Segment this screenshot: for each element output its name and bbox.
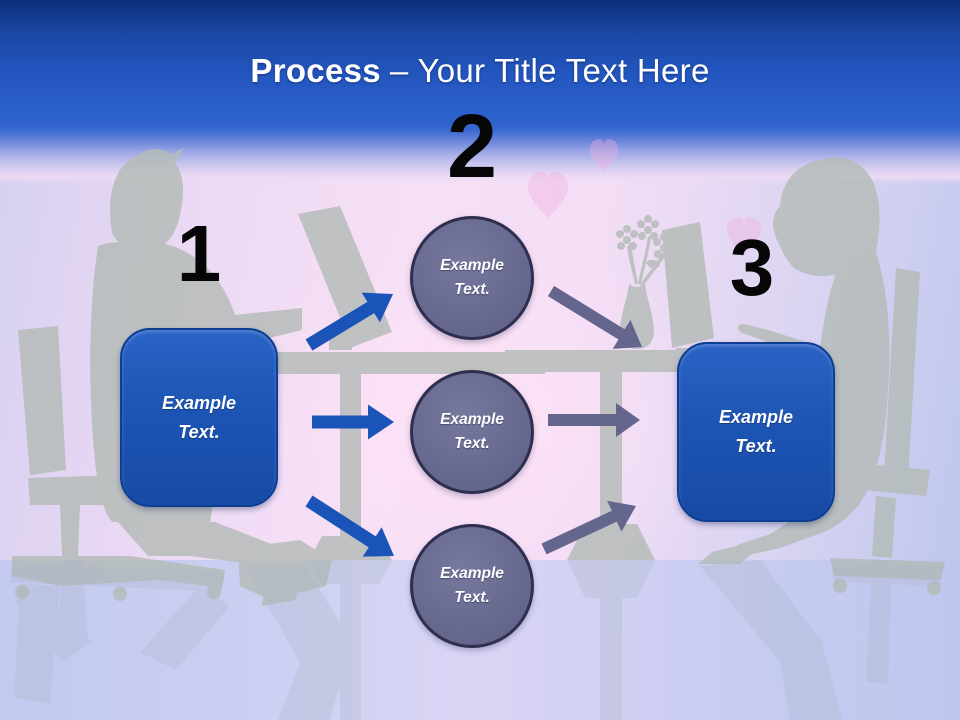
start-box: Example Text. bbox=[120, 328, 278, 507]
end-box-label: Example Text. bbox=[718, 407, 794, 456]
circle-top-label: Example Text. bbox=[440, 256, 504, 298]
circle-bottom: Example Text. bbox=[410, 524, 534, 648]
slide-title-rest: – Your Title Text Here bbox=[389, 52, 710, 89]
circle-middle: Example Text. bbox=[410, 370, 534, 494]
circle-top: Example Text. bbox=[410, 216, 534, 340]
end-box: Example Text. bbox=[677, 342, 835, 522]
slide-title: Process– Your Title Text Here bbox=[0, 52, 960, 90]
step-number-1: 1 bbox=[176, 209, 222, 298]
step-number-3: 3 bbox=[729, 223, 775, 312]
circle-middle-label: Example Text. bbox=[440, 410, 504, 452]
slide-title-emphasis: Process bbox=[250, 52, 381, 89]
step-number-2: 2 bbox=[446, 97, 498, 197]
circle-bottom-label: Example Text. bbox=[440, 564, 504, 606]
start-box-label: Example Text. bbox=[161, 392, 237, 442]
